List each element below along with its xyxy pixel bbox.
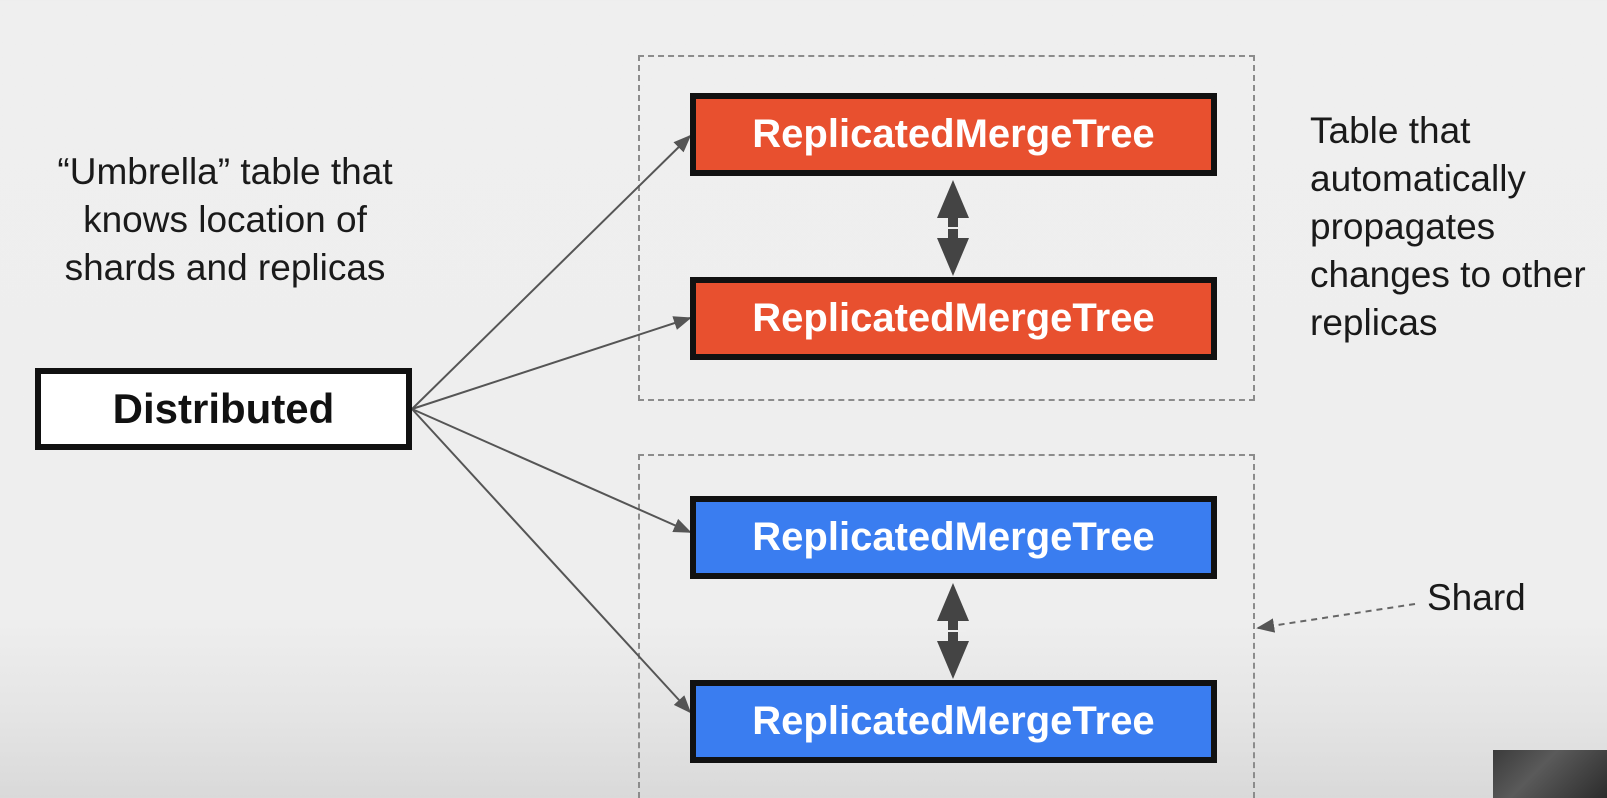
umbrella-table-caption: “Umbrella” table that knows location of … [57,151,393,288]
distributed-table-box: Distributed [35,368,412,450]
shard-pointer-arrow [1256,603,1416,633]
shard2-replica1-box: ReplicatedMergeTree [690,496,1217,579]
webcam-thumbnail [1493,750,1607,798]
shard2-replica2-box: ReplicatedMergeTree [690,680,1217,763]
shard1-replica1-box: ReplicatedMergeTree [690,93,1217,176]
shard-label: Shard [1427,577,1526,618]
shard1-replica2-box: ReplicatedMergeTree [690,277,1217,360]
replicated-table-caption: Table that automatically propagates chan… [1310,110,1586,343]
